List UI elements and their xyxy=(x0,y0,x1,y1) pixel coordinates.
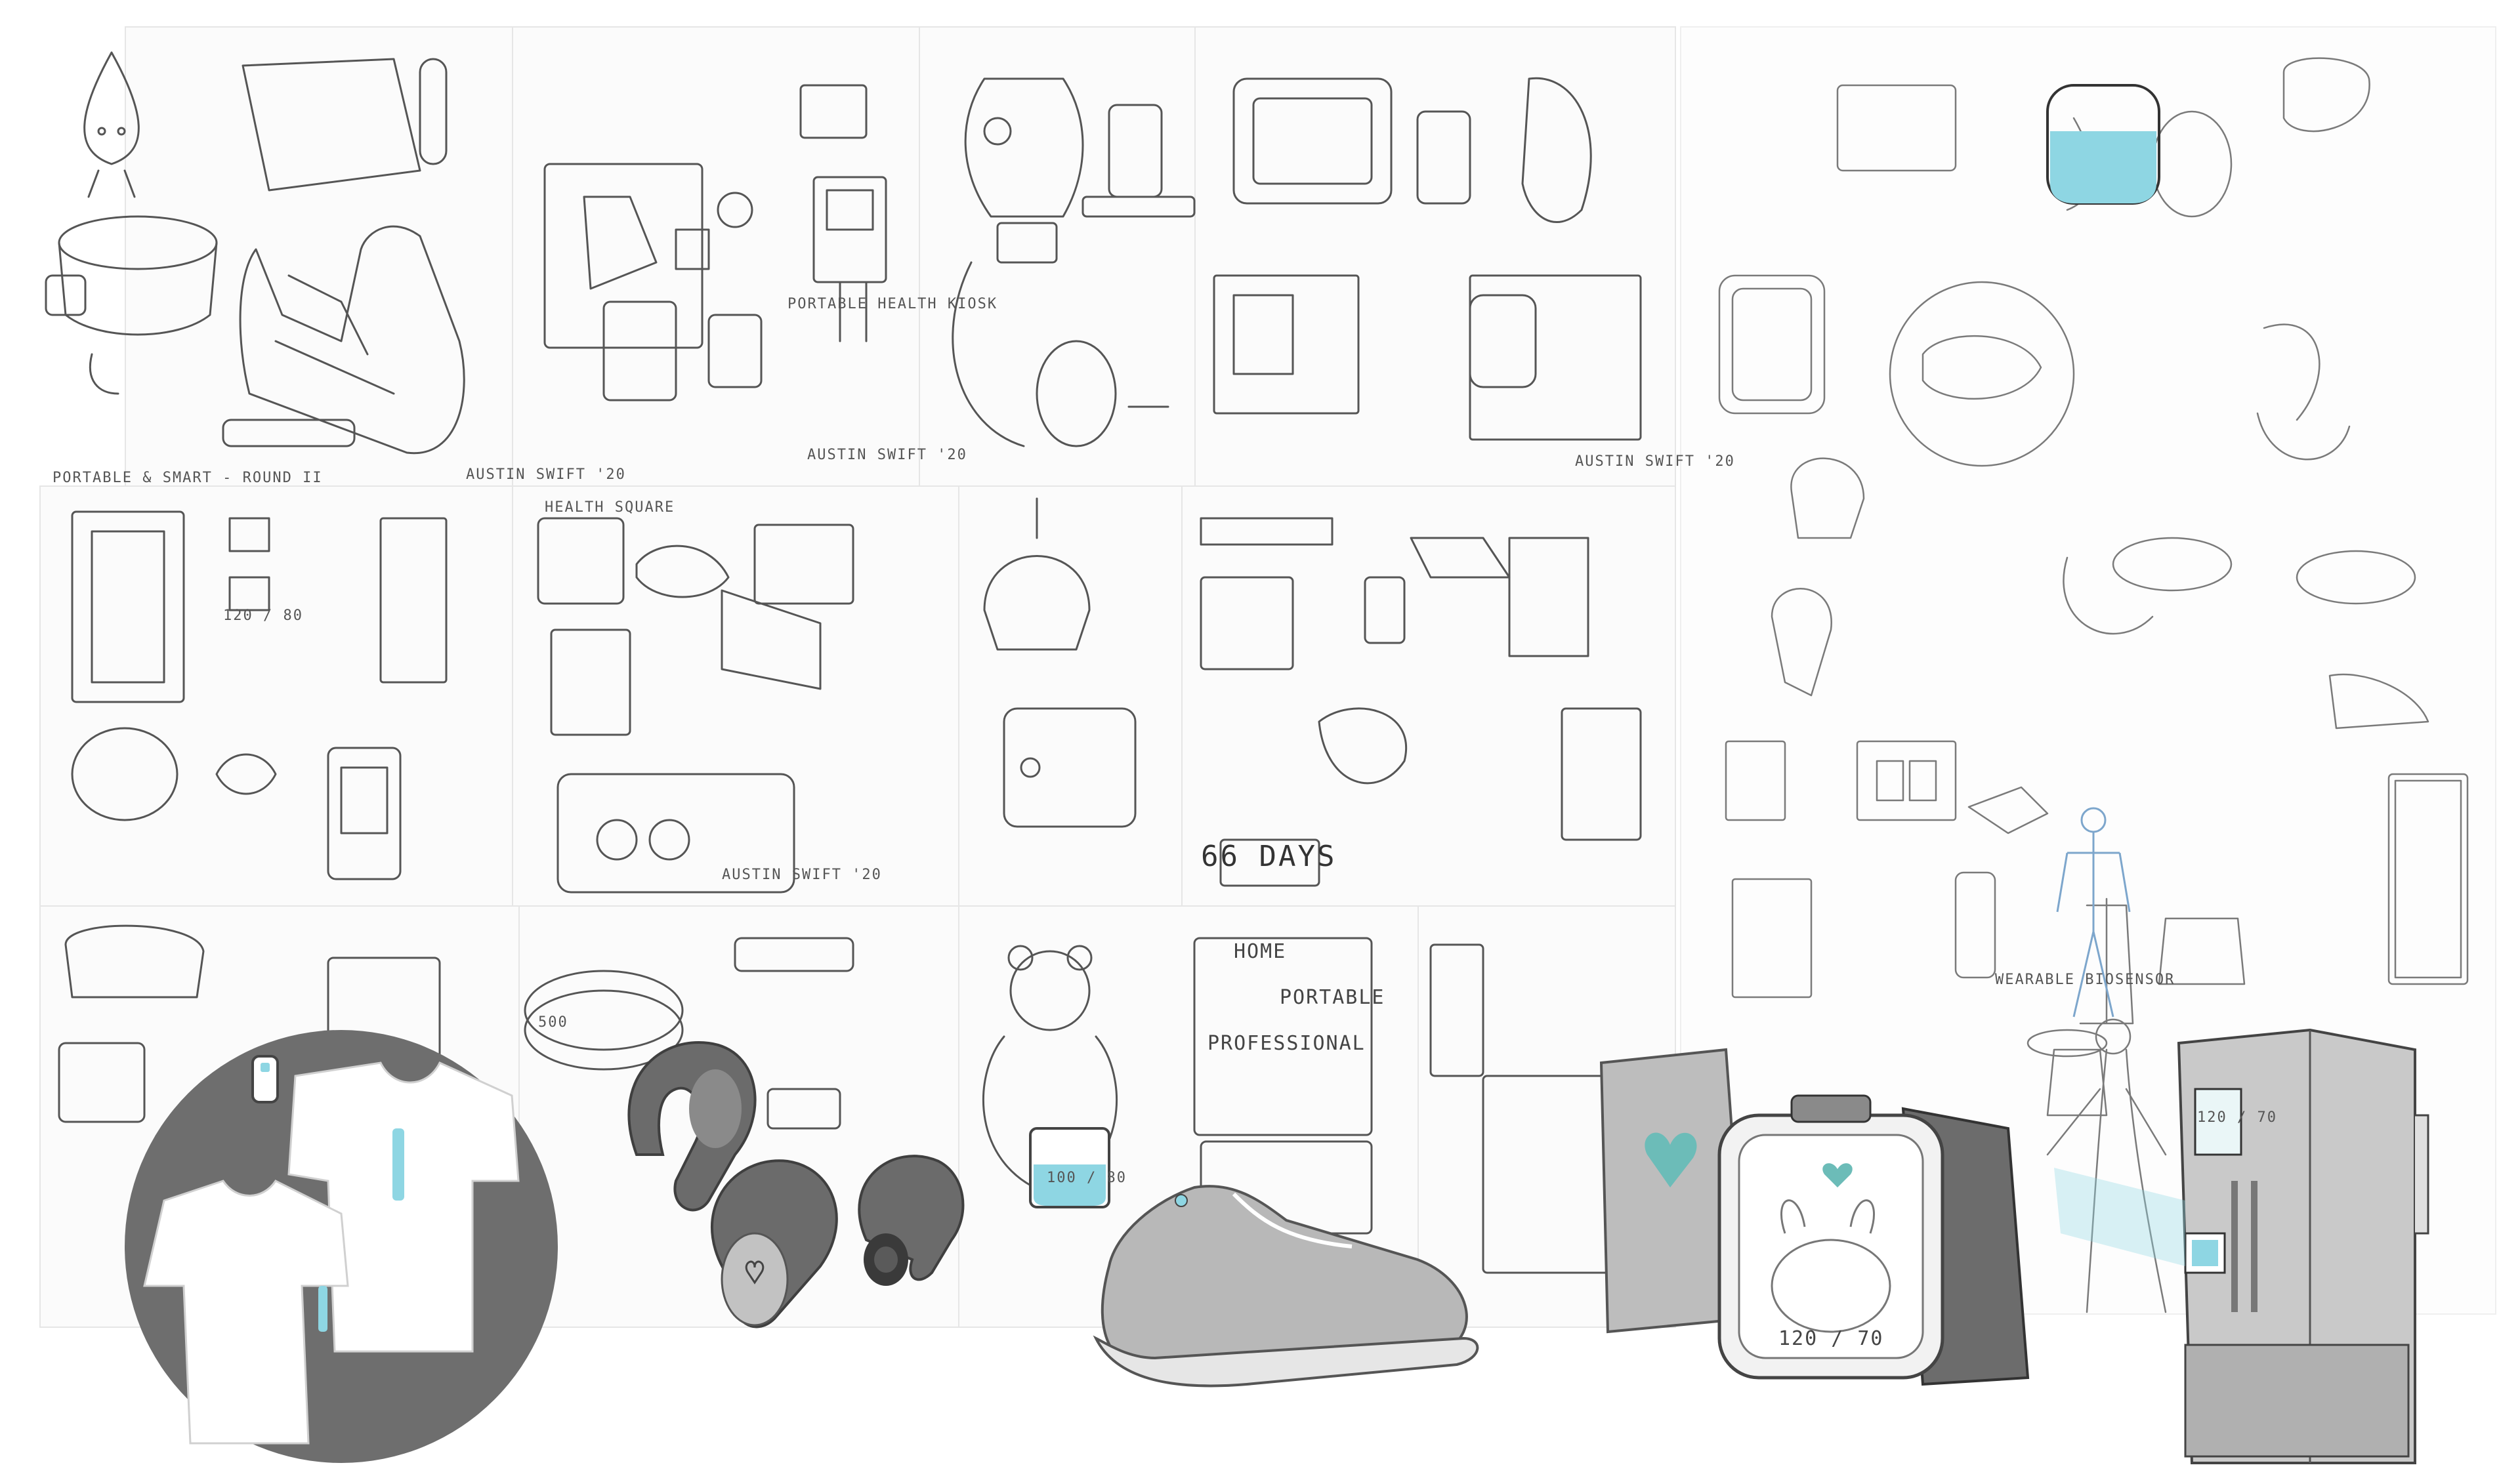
label-portable-health-kiosk: PORTABLE HEALTH KIOSK xyxy=(788,296,998,312)
bp-monitor-sketch xyxy=(1232,77,1393,205)
watch-reading: 120 / 70 xyxy=(1778,1327,1884,1350)
signature-2: AUSTIN SWIFT '20 xyxy=(807,447,967,463)
shirt-sensor xyxy=(251,1055,279,1103)
label-days: 66 DAYS xyxy=(1201,840,1336,873)
smart-fridge xyxy=(2054,1028,2429,1464)
label-portable: PORTABLE xyxy=(1280,986,1385,1009)
teddy-bear-sketch xyxy=(1009,950,1091,1031)
earbud-hook-right xyxy=(710,1159,838,1328)
label-professional: PROFESSIONAL xyxy=(1208,1032,1366,1055)
fridge-reading: 120 / 70 xyxy=(2197,1109,2277,1126)
massage-chair-sketch xyxy=(239,225,465,455)
sketch-sheet-2 xyxy=(512,26,921,488)
signature-3: AUSTIN SWIFT '20 xyxy=(722,867,882,883)
section-title: PORTABLE & SMART - ROUND II xyxy=(52,470,323,486)
sketch-sheet-8 xyxy=(1181,485,1676,908)
earbud-hook-left xyxy=(627,1041,757,1212)
sketch-sheet-7 xyxy=(958,485,1184,908)
chest-wearable-sketch xyxy=(964,77,1084,218)
label-home: HOME xyxy=(1234,940,1286,963)
signature-1: AUSTIN SWIFT '20 xyxy=(466,466,626,483)
arm-cuff-sketch xyxy=(64,924,205,998)
health-square-sketch xyxy=(550,628,631,736)
collar-sketch xyxy=(524,970,684,1051)
sketch-sheet-1 xyxy=(125,26,514,488)
label-wearable-biosensor: WEARABLE BIOSENSOR xyxy=(1995,972,2175,988)
label-health-square: HEALTH SQUARE xyxy=(545,499,675,516)
signature-4: AUSTIN SWIFT '20 xyxy=(1575,453,1735,470)
bp-cabinet-sketch xyxy=(71,510,185,703)
humidifier-sketch xyxy=(83,51,140,165)
sketch-sheet-4 xyxy=(1194,26,1676,488)
biosensor-figure xyxy=(2056,807,2131,1018)
earbud-hook-right-2 xyxy=(858,1155,965,1286)
person-sketch xyxy=(2046,1048,2167,1313)
collar-reading: 500 xyxy=(538,1014,568,1031)
smartwatch xyxy=(1717,1094,2030,1386)
kiosk-reading: 120 / 80 xyxy=(223,607,303,624)
bag-reading: 100 / 80 xyxy=(1047,1170,1127,1186)
sketch-sheet-5 xyxy=(39,485,514,908)
kiosk-sketch xyxy=(543,163,704,349)
bp-helmet-sketch xyxy=(983,555,1091,651)
smart-sneaker xyxy=(1093,1185,1479,1388)
tshirt-front xyxy=(143,1061,520,1445)
sketch-sheet-6 xyxy=(512,485,961,908)
